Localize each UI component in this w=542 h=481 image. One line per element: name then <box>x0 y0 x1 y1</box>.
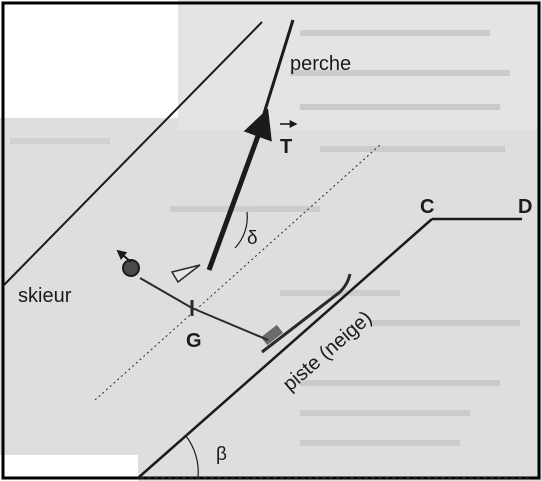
skier-head <box>122 259 140 277</box>
background-text <box>10 30 520 446</box>
delta-label: δ <box>247 228 258 249</box>
scanned-page-lower <box>0 118 542 481</box>
blank-corner <box>0 0 178 118</box>
weight-arrow <box>116 249 132 263</box>
tension-vector <box>206 108 272 271</box>
tension-label: T <box>280 136 292 158</box>
beta-angle-arc <box>185 435 199 479</box>
skier-torso <box>139 277 193 309</box>
point-d-label: D <box>518 196 532 218</box>
skier-arm <box>170 264 201 284</box>
delta-angle-arc <box>234 211 248 249</box>
centre-label: G <box>186 330 202 352</box>
point-c-label: C <box>420 196 434 218</box>
perche-label: perche <box>290 53 351 75</box>
upper-boundary-line <box>2 21 263 287</box>
ski <box>261 273 352 354</box>
slope-parallel-axis <box>94 144 381 401</box>
skier-leg <box>191 307 269 341</box>
beta-label: β <box>216 444 227 465</box>
slope-line <box>137 218 433 479</box>
perche-pole <box>260 19 295 121</box>
skieur-label: skieur <box>18 285 72 307</box>
scanned-page-upper <box>178 0 542 130</box>
